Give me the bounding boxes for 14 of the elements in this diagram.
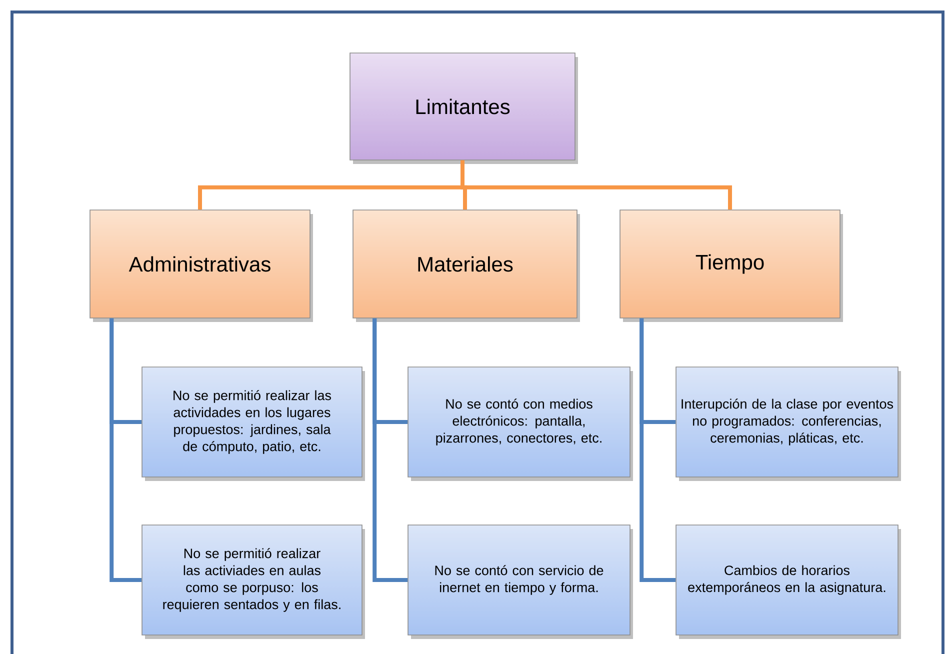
detail-box: No se contó con servicio de inernet en tiempo y forma. [408, 524, 633, 639]
connector-line [110, 318, 142, 582]
category-box: Tiempo [620, 210, 843, 322]
detail-box: No se contó con medios electrónicos: pantalla, pizarrones, conectores, etc. [408, 366, 633, 481]
detail-box: Cambios de horarios extemporáneos en la asignatura. [676, 524, 901, 639]
detail-box: No se permitió realizar las actividades en los lugares propuestos: jardines, sala de cómputo, patio, etc. [142, 366, 365, 481]
category-box: Administrativas [90, 210, 313, 322]
connector-line [640, 318, 676, 582]
connector-line [460, 160, 732, 210]
detail-box: Interupción de la clase por eventos no programados: conferencias, ceremonias, pláticas, etc. [676, 366, 901, 481]
title-box: Limitantes [350, 52, 578, 164]
detail-box: No se permitió realizar las activiades en aulas como se porpuso: los requieren sentados y en filas. [142, 524, 365, 639]
connector-line [372, 318, 408, 582]
category-box: Materiales [352, 210, 580, 322]
